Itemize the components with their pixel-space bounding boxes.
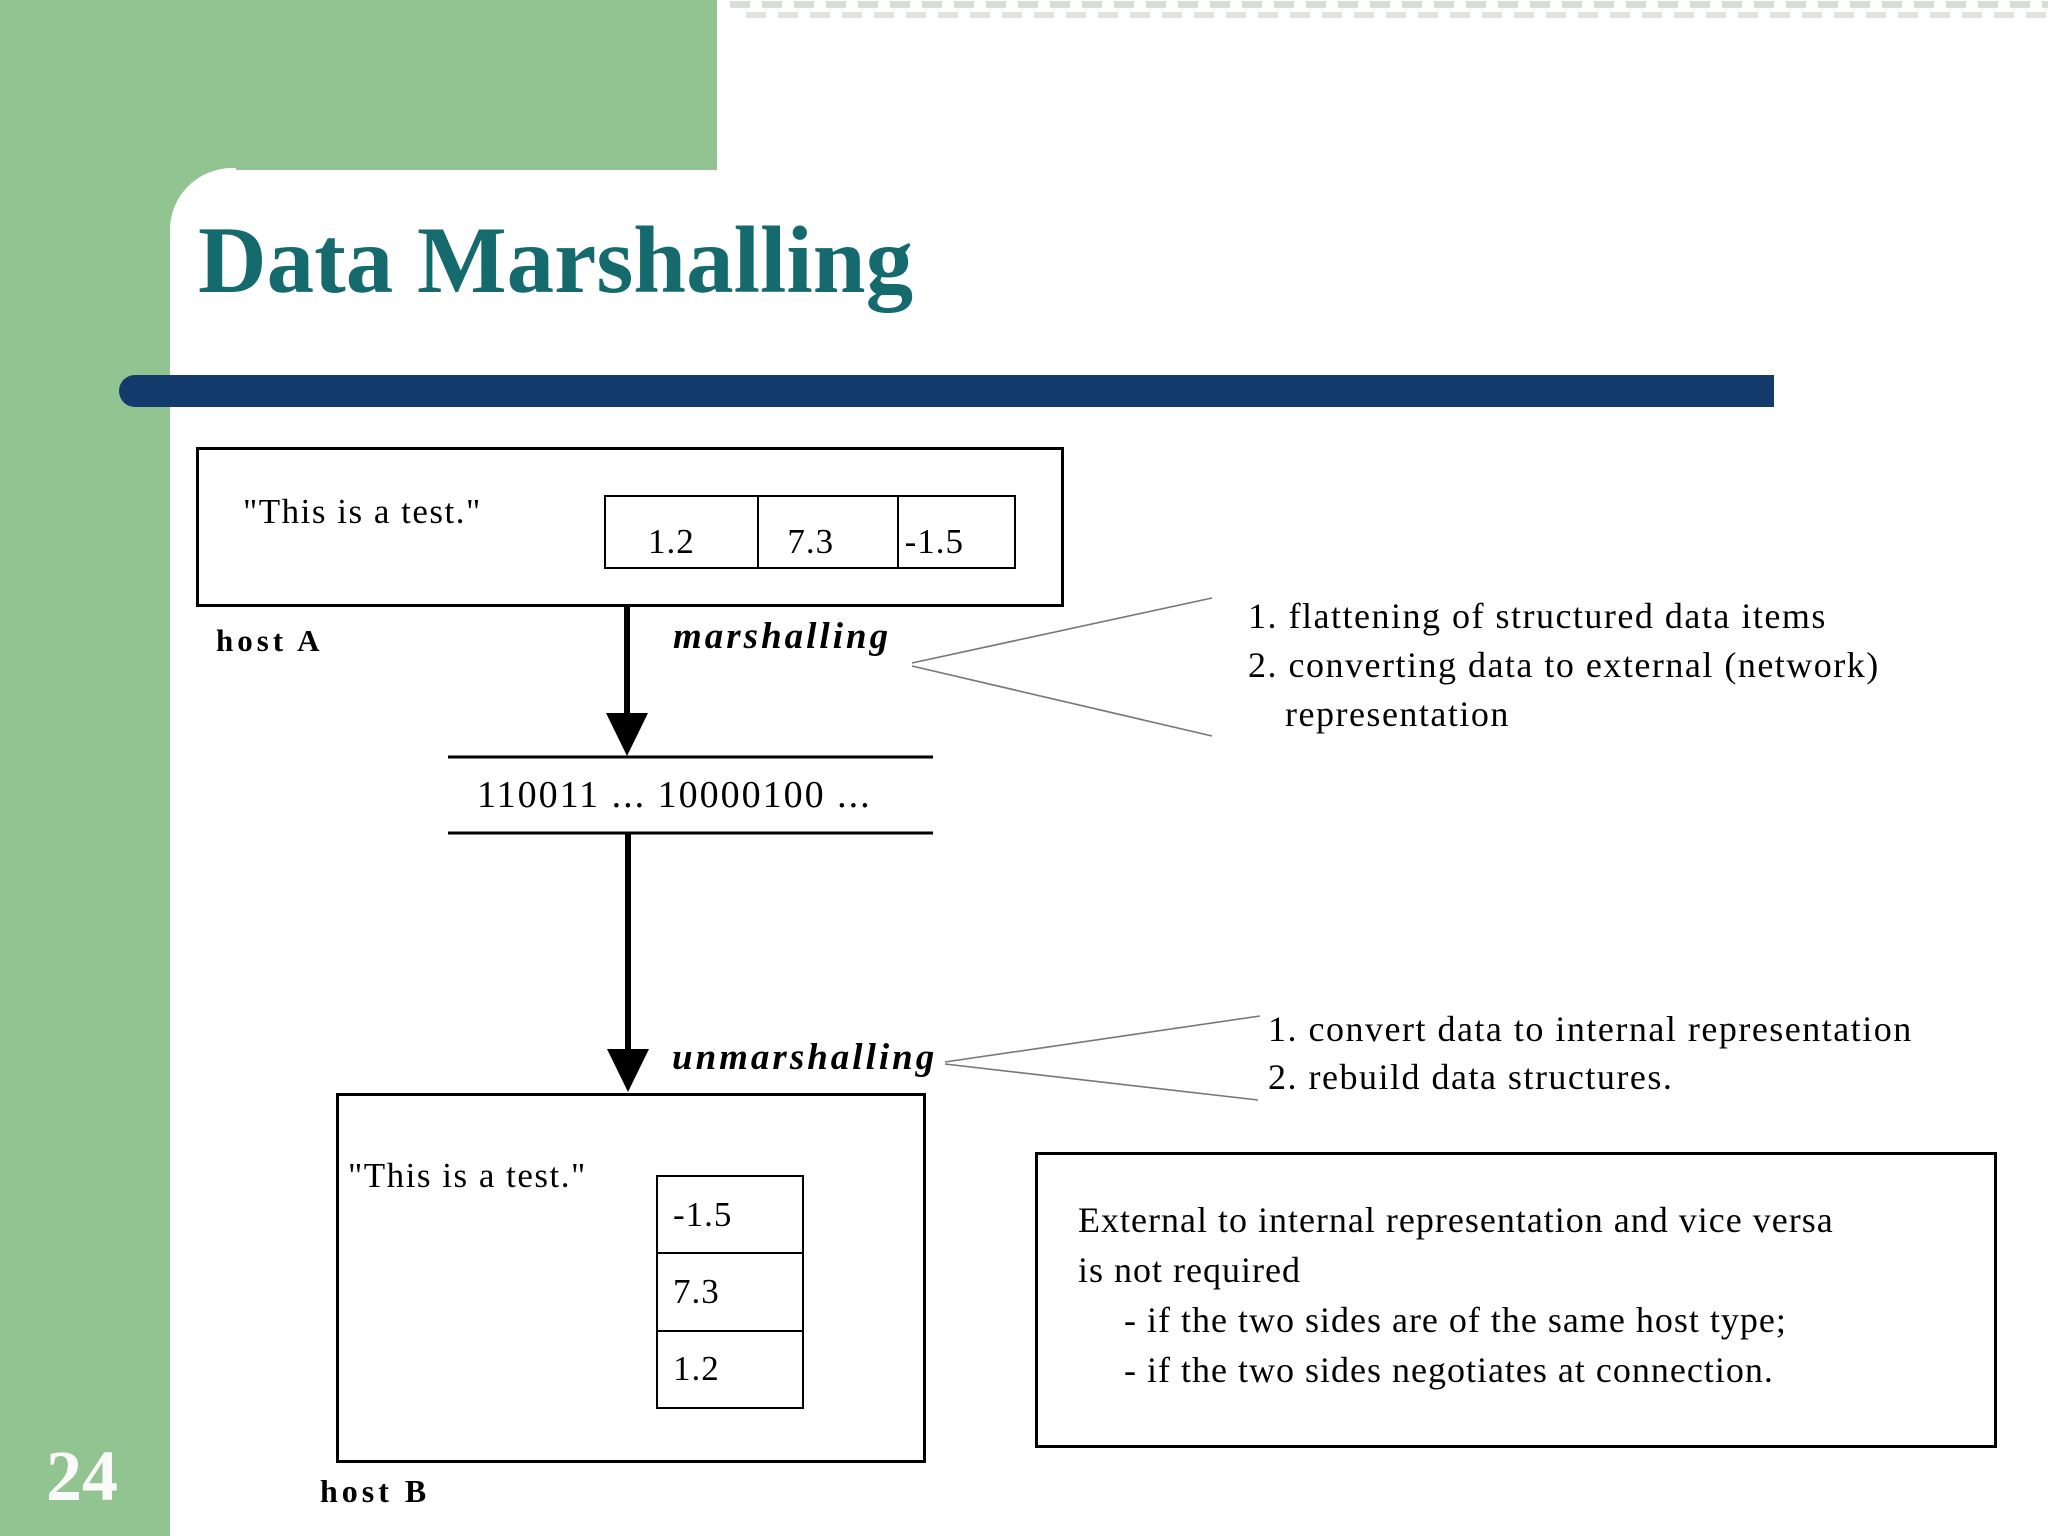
marshalling-callout-lines xyxy=(911,597,1213,737)
unmarshalling-label: unmarshalling xyxy=(672,1037,938,1078)
unmarshalling-note-line: 1. convert data to internal representati… xyxy=(1268,1009,1913,1049)
network-bits-text: 110011 ... 10000100 ... xyxy=(477,774,872,816)
host-a-data-table: 1.2 7.3 -1.5 xyxy=(604,495,1016,569)
host-a-cell: -1.5 xyxy=(896,497,1014,567)
marshalling-label: marshalling xyxy=(673,616,892,657)
host-b-cell: 7.3 xyxy=(658,1252,802,1329)
host-b-cell: -1.5 xyxy=(673,1194,733,1234)
unmarshalling-note-line: 2. rebuild data structures. xyxy=(1268,1057,1674,1097)
host-a-string-value: "This is a test." xyxy=(243,492,482,531)
green-sidebar xyxy=(0,0,170,1536)
marshalling-arrow-icon xyxy=(606,601,648,756)
host-b-string-value: "This is a test." xyxy=(348,1156,587,1195)
host-b-label: host B xyxy=(320,1473,431,1509)
unmarshalling-callout-lines xyxy=(944,1015,1261,1101)
page-number: 24 xyxy=(46,1436,118,1516)
slide-title: Data Marshalling xyxy=(198,207,914,313)
host-b-box xyxy=(336,1093,926,1463)
marshalling-note-line: 2. converting data to external (network) xyxy=(1248,645,1880,685)
host-b-cell: 1.2 xyxy=(658,1329,802,1407)
note-line: - if the two sides are of the same host … xyxy=(1124,1300,1787,1340)
host-a-cell: 7.3 xyxy=(757,497,896,567)
host-a-label: host A xyxy=(216,623,324,658)
note-line: External to internal representation and … xyxy=(1078,1200,1834,1240)
title-underline-bar xyxy=(119,375,1774,407)
unmarshalling-notes: 1. convert data to internal representati… xyxy=(1268,1005,1913,1101)
note-line: is not required xyxy=(1078,1250,1301,1290)
marshalling-note-line: representation xyxy=(1285,694,1510,734)
host-b-data-table: -1.5 7.3 1.2 xyxy=(656,1175,804,1409)
top-dotted-texture xyxy=(730,1,2048,8)
unmarshalling-arrow-icon xyxy=(607,833,649,1092)
marshalling-notes: 1. flattening of structured data items 2… xyxy=(1248,592,1880,739)
external-representation-note-box: External to internal representation and … xyxy=(1035,1152,1997,1448)
host-a-cell: 1.2 xyxy=(648,522,695,561)
marshalling-note-line: 1. flattening of structured data items xyxy=(1248,596,1827,636)
top-dotted-texture-2 xyxy=(746,12,2048,18)
note-line: - if the two sides negotiates at connect… xyxy=(1124,1350,1774,1390)
